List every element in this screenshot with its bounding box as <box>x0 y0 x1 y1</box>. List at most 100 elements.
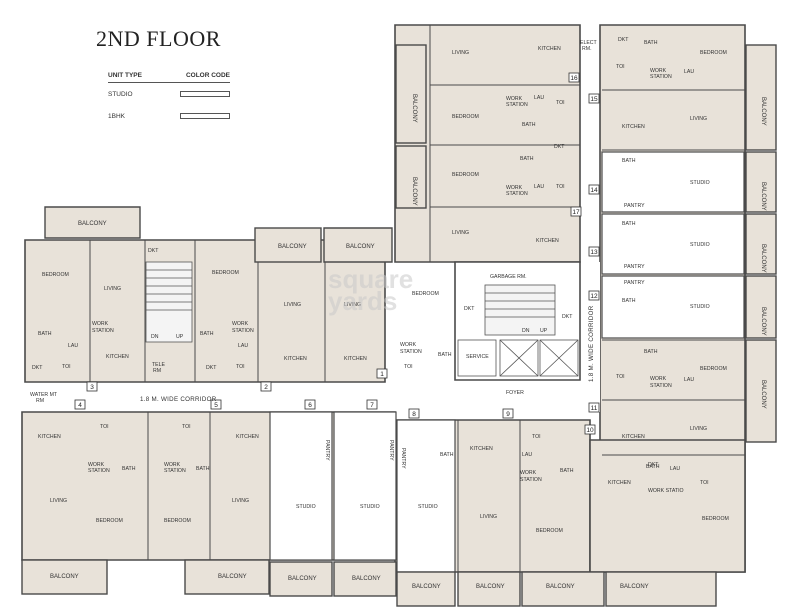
room-label-duct: DKT <box>618 37 629 43</box>
unit-number-3: 3 <box>86 381 98 392</box>
unit-number-8: 8 <box>408 408 420 419</box>
room-label-kitchen: KITCHEN <box>622 124 645 130</box>
room-label-balcony: BALCONY <box>412 584 441 590</box>
room-label-bedroom: BEDROOM <box>212 270 239 276</box>
room-label-bath: BATH <box>38 331 52 337</box>
svg-text:5: 5 <box>214 402 218 409</box>
balcony-n1 <box>254 227 322 263</box>
balcony-s7 <box>521 571 605 607</box>
room-label-toi: TOI <box>616 64 625 70</box>
balcony-w1 <box>395 44 427 144</box>
room-label-bedroom: BEDROOM <box>700 366 727 372</box>
room-label-station: STATION <box>400 349 422 355</box>
studio-7 <box>333 411 397 561</box>
room-label-bath: BATH <box>122 466 136 472</box>
room-label-station: STATION <box>650 383 672 389</box>
room-label-balcony: BALCONY <box>546 584 575 590</box>
room-label-balcony: BALCONY <box>278 244 307 250</box>
studio-13 <box>601 213 745 275</box>
room-label-bedroom: BEDROOM <box>452 114 479 120</box>
room-label-balcony: BALCONY <box>411 177 417 206</box>
room-label-work: WORK <box>520 470 537 476</box>
room-label-living: LIVING <box>480 514 497 520</box>
room-label-bedroom: BEDROOM <box>702 516 729 522</box>
balcony-s4 <box>333 561 397 597</box>
room-label-kitchen: KITCHEN <box>38 434 61 440</box>
svg-text:12: 12 <box>590 293 598 300</box>
room-label-bath: BATH <box>622 298 636 304</box>
room-label-rm: RM <box>36 398 44 404</box>
room-label-studio: STUDIO <box>360 504 380 510</box>
room-label-lau: LAU <box>684 69 694 75</box>
room-label-work: WORK <box>92 321 109 327</box>
room-label-bath: BATH <box>560 468 574 474</box>
room-label-pantry: PANTRY <box>624 264 645 270</box>
room-label-garbage: GARBAGE RM. <box>490 274 527 280</box>
room-label-lau: LAU <box>522 452 532 458</box>
room-label-kitchen: KITCHEN <box>536 238 559 244</box>
balcony-e2 <box>745 151 777 213</box>
room-label-kitchen: KITCHEN <box>538 46 561 52</box>
room-label-living: LIVING <box>232 498 249 504</box>
room-label-lau: LAU <box>238 343 248 349</box>
room-label-lau: LAU <box>684 377 694 383</box>
room-labels: BALCONY BALCONY BALCONY BALCONY BALCONY BALCO… <box>30 37 766 590</box>
room-label-lau: LAU <box>534 184 544 190</box>
corridor-label-horizontal: 1.8 M. WIDE CORRIDOR <box>140 396 217 403</box>
unit-number-11: 11 <box>588 402 600 413</box>
room-label-bath: BATH <box>440 452 454 458</box>
room-label-living: LIVING <box>104 286 121 292</box>
legend-color-code-heading: COLOR CODE <box>185 72 230 79</box>
unit-number-14: 14 <box>588 184 600 195</box>
room-label-bath: BATH <box>520 156 534 162</box>
unit-number-9: 9 <box>502 408 514 419</box>
legend-label-studio: STUDIO <box>108 90 133 98</box>
legend-swatch-studio <box>180 91 230 97</box>
room-label-kitchen: KITCHEN <box>470 446 493 452</box>
room-label-bath: BATH <box>622 221 636 227</box>
svg-text:16: 16 <box>570 75 578 82</box>
room-label-balcony: BALCONY <box>760 244 766 273</box>
unit-number-4: 4 <box>74 399 86 410</box>
room-label-station: STATION <box>88 468 110 474</box>
room-label-kitchen: KITCHEN <box>622 434 645 440</box>
room-label-living: LIVING <box>452 230 469 236</box>
svg-text:8: 8 <box>412 411 416 418</box>
svg-text:10: 10 <box>586 427 594 434</box>
room-label-studio: STUDIO <box>690 242 710 248</box>
room-label-water-mt: WATER MT <box>30 392 58 398</box>
room-label-work: WORK <box>88 462 105 468</box>
room-label-duct: DKT <box>554 144 565 150</box>
room-label-pantry: PANTRY <box>400 448 406 469</box>
balcony-n2 <box>323 227 393 263</box>
balcony-nw <box>44 206 141 239</box>
room-label-toi: TOI <box>616 374 625 380</box>
room-label-toi: TOI <box>556 184 565 190</box>
room-label-balcony: BALCONY <box>411 94 417 123</box>
room-label-duct: DKT <box>464 306 475 312</box>
room-label-kitchen: KITCHEN <box>236 434 259 440</box>
watermark: square yards <box>328 266 413 314</box>
room-label-balcony: BALCONY <box>760 97 766 126</box>
svg-text:15: 15 <box>590 96 598 103</box>
room-label-pantry: PANTRY <box>388 440 394 461</box>
svg-text:2: 2 <box>264 384 268 391</box>
balcony-s8 <box>605 571 717 607</box>
balcony-s3 <box>269 561 333 597</box>
room-label-tele: TELE <box>152 362 166 368</box>
room-label-toi: TOI <box>700 480 709 486</box>
room-label-balcony: BALCONY <box>476 584 505 590</box>
unit-number-5: 5 <box>210 399 222 410</box>
unit-number-16: 16 <box>568 72 580 83</box>
unit-number-13: 13 <box>588 246 600 257</box>
corridor-label-vertical: 1.8 M. WIDE CORRIDOR <box>588 305 595 382</box>
room-label-balcony: BALCONY <box>352 576 381 582</box>
studio-14 <box>601 151 745 213</box>
room-label-bath: BATH <box>200 331 214 337</box>
room-label-duct: DKT <box>206 365 217 371</box>
room-label-pantry: PANTRY <box>624 203 645 209</box>
room-label-bedroom: BEDROOM <box>700 50 727 56</box>
svg-text:11: 11 <box>591 405 598 412</box>
room-label-bedroom: BEDROOM <box>96 518 123 524</box>
